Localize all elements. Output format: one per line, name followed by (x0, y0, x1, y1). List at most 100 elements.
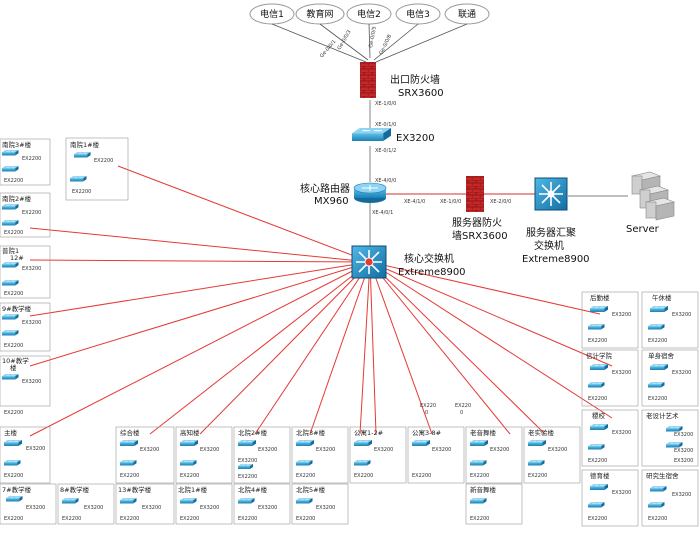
switch-model: EX3200 (316, 505, 335, 511)
switch-icon (237, 463, 254, 470)
group-label: 德育楼 (590, 471, 610, 480)
isp-port-labels: Ge-0/0/1 Ge-0/0/3 Ge-0/0/5 Ge-0/0/8 (319, 26, 393, 59)
group-label: 老设计艺术 (646, 411, 679, 420)
router-label: 核心路由器 (300, 182, 350, 195)
stray-model-label: EX2200 (4, 410, 23, 416)
switch-model: EX3200 (674, 432, 693, 438)
switch-model: EX2200 (62, 516, 81, 522)
right-building-groups: 后勤楼 EX3200 EX2200 午休楼 EX3200 EX2200 信计学院… (586, 293, 693, 522)
switch-icon (5, 495, 23, 502)
cloud-icon: 教育网 (295, 3, 345, 25)
switch-model: EX2200 (238, 474, 257, 480)
switch-icon (589, 363, 609, 371)
switch-icon (1, 373, 19, 380)
switch-icon (665, 425, 683, 432)
switch-icon (353, 459, 371, 466)
switch-model: EX2200 (4, 343, 23, 349)
port-labels: XE-1/0/0 XE-0/1/0 XE-0/1/2 XE-4/0/0 XE-4… (372, 101, 511, 216)
group-label: 北院1#楼 (178, 485, 208, 494)
switch-icon (1, 329, 19, 336)
group-label: 单身宿舍 (648, 351, 675, 360)
switch-icon (649, 363, 669, 371)
port-label: Ge-0/0/5 (368, 26, 378, 48)
switch-model: EX3200 (200, 447, 219, 453)
group-label: 普院1 (2, 246, 19, 255)
cloud-icon: 电信3 (395, 3, 441, 25)
group-label: 9#教学楼 (2, 304, 32, 313)
port-label: XE-1/0/0 (440, 199, 461, 205)
server-switch-label2: 交换机 (534, 239, 564, 252)
switch-icon (1, 261, 19, 268)
group-label: 13#教学楼 (118, 485, 152, 494)
switch-model: EX2200 (412, 473, 431, 479)
switch-model: EX2200 (4, 230, 23, 236)
stray-model-label: 0 (425, 410, 428, 416)
switch-model: EX2200 (238, 516, 257, 522)
firewall-model: SRX3600 (398, 88, 444, 99)
switch-icon (527, 439, 547, 447)
switch-icon (61, 497, 79, 504)
switch-icon (1, 165, 19, 172)
group-label: 北院4#楼 (238, 485, 268, 494)
cloud-icon: 电信2 (346, 3, 392, 25)
switch-model: EX3200 (432, 447, 451, 453)
port-label: XE-4/0/1 (372, 210, 393, 216)
firewall-label: 出口防火墙 (390, 73, 440, 86)
switch-model: EX2200 (4, 291, 23, 297)
isp-clouds: 电信1 教育网 电信2 电信3 联通 (249, 3, 490, 25)
ex3200-switch: EX3200 (351, 127, 435, 144)
switch-model: EX2200 (648, 516, 667, 522)
switch-model: EX3200 (22, 320, 41, 326)
switch-model: EX2200 (588, 396, 607, 402)
isp-label: 电信3 (406, 8, 430, 20)
group-label-line2: 12# (10, 254, 24, 262)
switch-model: EX2200 (4, 516, 23, 522)
server-switch-model: Extreme8900 (522, 254, 590, 265)
switch-icon (295, 459, 313, 466)
group-label: 7#教学楼 (2, 485, 32, 494)
group-label: 北院2#楼 (238, 428, 268, 437)
switch-model: EX3200 (22, 379, 41, 385)
port-label: XE-2/0/0 (490, 199, 511, 205)
stray-model-label: 0 (460, 410, 463, 416)
group-label: 稷校 (592, 411, 606, 420)
switch-model: EX2200 (528, 473, 547, 479)
switch-model: EX2200 (588, 338, 607, 344)
core-switch-model: Extreme8900 (398, 267, 466, 278)
switch-icon (179, 459, 197, 466)
switch-icon (3, 439, 23, 447)
group-label: 10#教学 (2, 356, 29, 365)
firewall-icon (466, 176, 484, 212)
switch-model: EX3200 (26, 446, 45, 452)
switch-icon (1, 313, 19, 320)
switch-icon (647, 501, 665, 508)
group-label: 研究生宿舍 (646, 471, 679, 480)
group-label: 新音舞楼 (470, 485, 497, 494)
switch-icon (295, 439, 315, 447)
switch-icon (469, 459, 487, 466)
switch-model: EX2200 (296, 516, 315, 522)
switch-icon (589, 305, 609, 313)
switch-icon (69, 175, 87, 182)
group-label: 后勤楼 (590, 293, 610, 302)
switch-icon (587, 501, 605, 508)
switch-model: EX3200 (548, 447, 567, 453)
group-label: 公寓3-8# (412, 428, 441, 437)
switch-icon (587, 381, 605, 388)
group-label: 信计学院 (586, 351, 613, 360)
switch-model: EX3200 (374, 447, 393, 453)
switch-model: EX2200 (22, 156, 41, 162)
switch-icon (353, 439, 373, 447)
port-label: XE-4/0/0 (375, 178, 396, 184)
isp-links (271, 23, 468, 63)
switch-icon (179, 439, 199, 447)
switch-label: EX3200 (396, 133, 435, 144)
server-firewall-model: 墙SRX3600 (452, 229, 508, 242)
switch-icon (1, 219, 19, 226)
switch-icon (295, 497, 313, 504)
switch-icon (119, 497, 137, 504)
switch-model: EX3200 (672, 370, 691, 376)
server-switch-label: 服务器汇聚 (526, 226, 576, 239)
switch-model: EX3200 (672, 312, 691, 318)
